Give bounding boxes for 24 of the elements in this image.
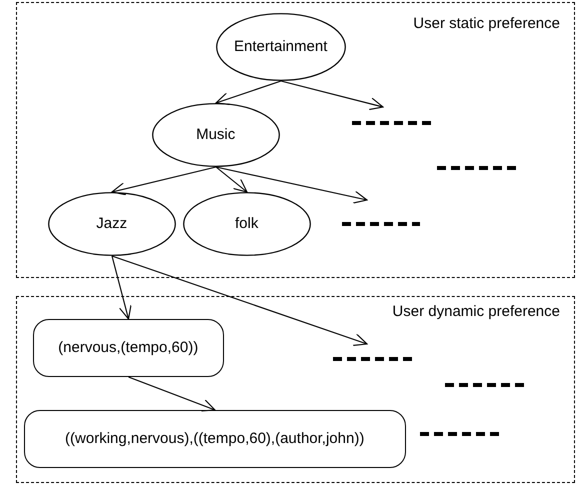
- ellipse-node: [48, 192, 176, 256]
- arrow: [216, 166, 248, 193]
- arrow: [111, 166, 216, 196]
- arrow: [216, 166, 368, 204]
- arrow: [215, 80, 282, 106]
- arrow: [280, 80, 384, 110]
- dashed-region: [16, 2, 575, 278]
- region-title: User dynamic preference: [392, 303, 560, 320]
- arrow: [111, 256, 132, 320]
- node-label: Jazz: [96, 215, 128, 232]
- arrow: [128, 376, 216, 412]
- dashed-region: [16, 296, 575, 483]
- node-label: (nervous,(tempo,60)): [58, 339, 198, 356]
- node-label: Music: [196, 126, 236, 144]
- region-title: User static preference: [413, 15, 560, 32]
- rounded-box: [32, 318, 224, 377]
- node-label: folk: [235, 215, 258, 232]
- ellipse-node: [182, 192, 311, 256]
- ellipse-node: [216, 12, 346, 81]
- node-label: Entertainment: [234, 38, 328, 56]
- ellipse-node: [152, 102, 280, 167]
- arrow: [112, 255, 368, 346]
- node-label: ((working,nervous),((tempo,60),(author,john)): [65, 430, 364, 448]
- rounded-box: [24, 410, 406, 468]
